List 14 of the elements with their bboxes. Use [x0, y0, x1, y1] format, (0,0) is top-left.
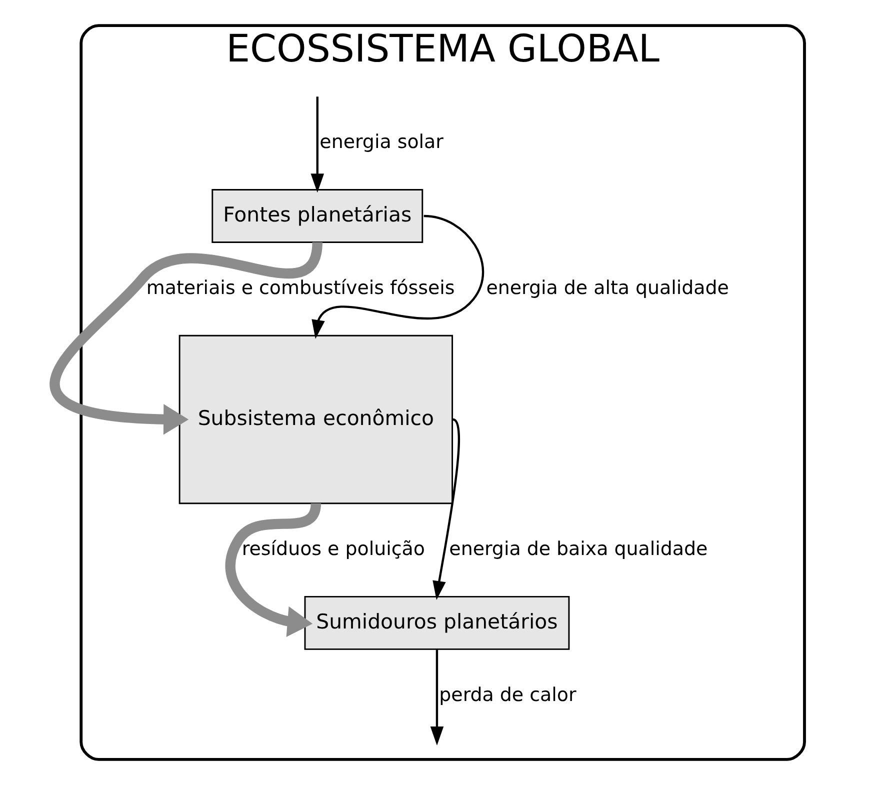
edge-label: energia de baixa qualidade	[449, 538, 708, 560]
arrow	[312, 214, 484, 339]
node-box: Subsistema econômico	[178, 334, 454, 504]
node-box: Sumidouros planetários	[304, 596, 570, 650]
arrow	[432, 418, 460, 600]
edge-label: materiais e combustíveis fósseis	[146, 276, 455, 299]
edge-label: energia de alta qualidade	[486, 276, 729, 299]
arrow	[225, 502, 321, 637]
edge-label: resíduos e poluição	[242, 538, 425, 560]
node-box: Fontes planetárias	[212, 189, 424, 243]
edge-label: perda de calor	[439, 684, 576, 706]
arrow	[310, 96, 324, 193]
arrow	[430, 650, 444, 746]
edge-label: energia solar	[320, 131, 444, 154]
